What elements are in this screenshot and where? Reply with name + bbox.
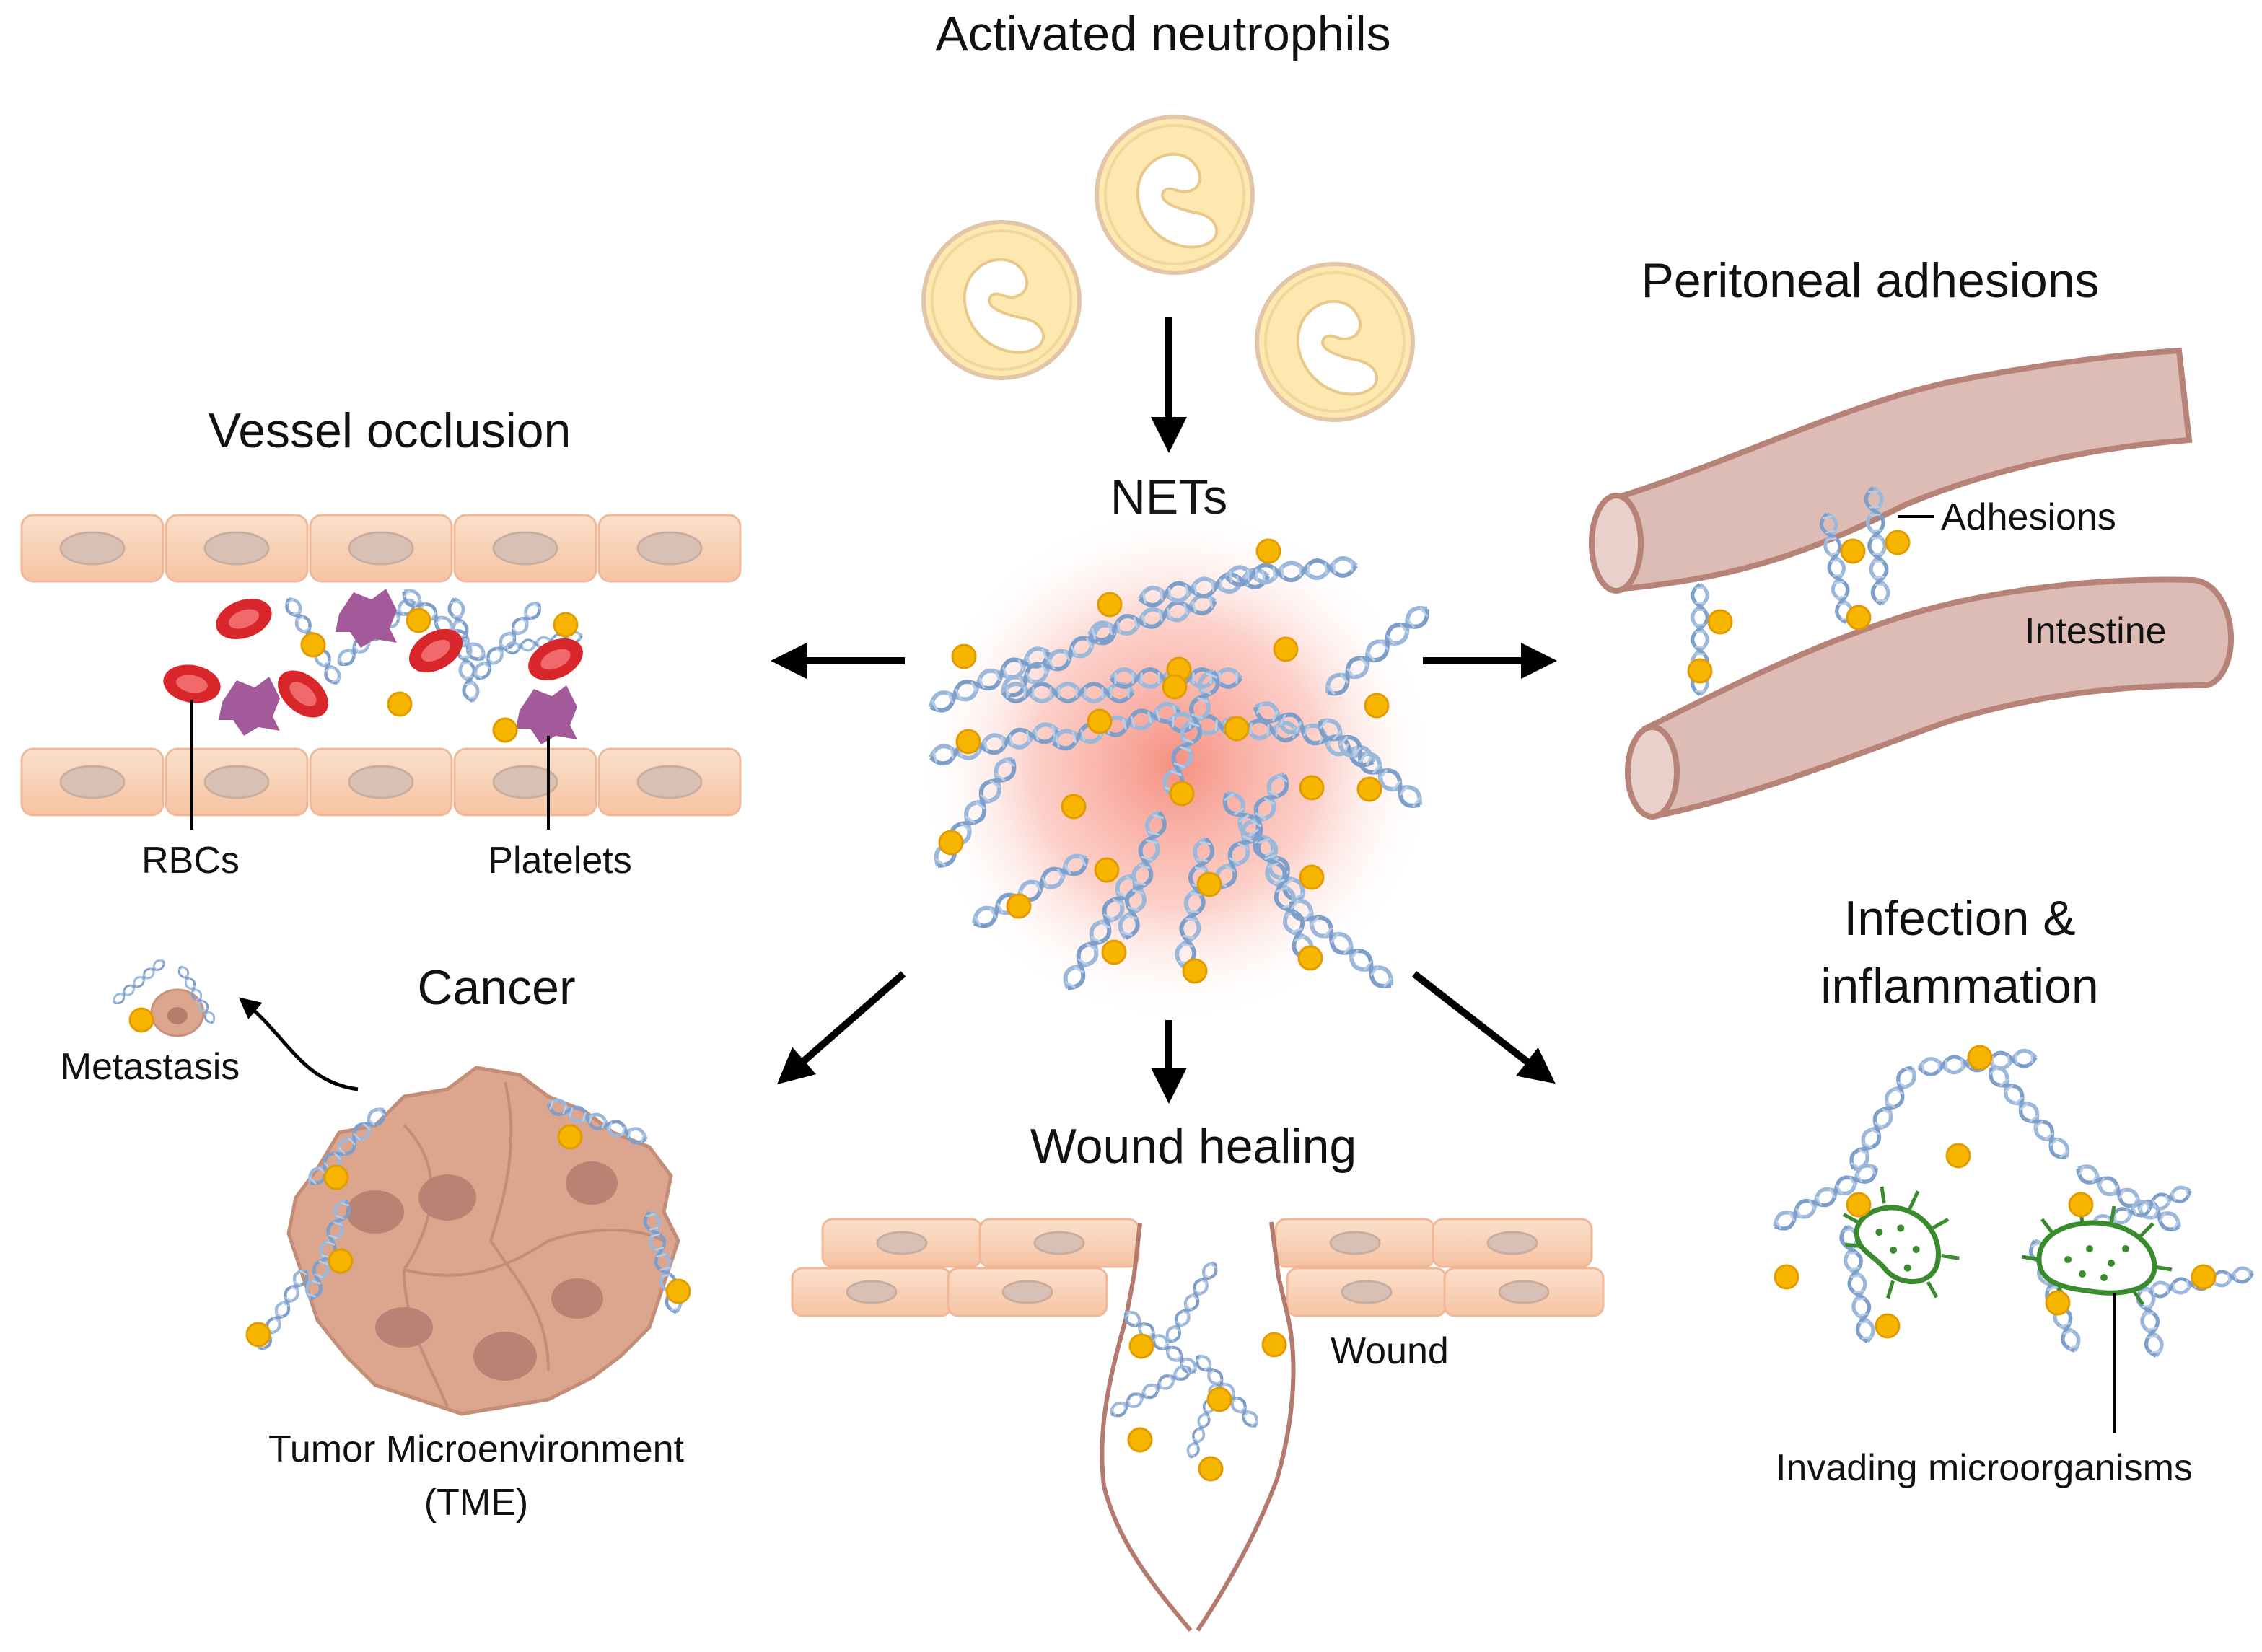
adhesions-label: Adhesions bbox=[1941, 496, 2116, 538]
intestine-icon bbox=[1641, 576, 2235, 819]
endothelial-cell-icon bbox=[597, 747, 742, 817]
nets-cluster bbox=[916, 505, 1436, 1024]
wound-label: Wound bbox=[1331, 1330, 1449, 1372]
vessel-occlusion-title: Vessel occlusion bbox=[209, 403, 571, 458]
intestine-illustration bbox=[1589, 347, 2235, 820]
epithelial-cell-icon bbox=[978, 1218, 1140, 1268]
tme-label-line1: Tumor Microenvironment bbox=[268, 1428, 685, 1470]
arrow-icon bbox=[776, 971, 906, 1085]
neutrophil-icon bbox=[924, 222, 1079, 378]
peritoneal-adhesions-title: Peritoneal adhesions bbox=[1641, 253, 2099, 308]
endothelial-cell-icon bbox=[165, 747, 309, 817]
endothelial-cell-icon bbox=[20, 514, 165, 583]
tumor-nucleus bbox=[167, 1007, 188, 1024]
wound-edge-right bbox=[1196, 1221, 1296, 1632]
metastasis-illustration bbox=[110, 957, 359, 1091]
epithelial-cell-icon bbox=[821, 1218, 983, 1268]
bacterium-icon bbox=[1842, 1186, 1960, 1299]
intestine-icon bbox=[1613, 347, 2193, 592]
invading-microorganisms-label: Invading microorganisms bbox=[1776, 1447, 2193, 1489]
epithelial-cell-icon bbox=[1443, 1267, 1605, 1317]
endothelial-cell-icon bbox=[309, 514, 453, 583]
neutrophil-icon bbox=[1097, 117, 1253, 273]
activated-neutrophils-title: Activated neutrophils bbox=[935, 6, 1390, 61]
endothelial-cell-icon bbox=[453, 514, 597, 583]
tme-label-line2: (TME) bbox=[424, 1482, 528, 1524]
endothelial-cell-icon bbox=[165, 514, 309, 583]
metastasis-label: Metastasis bbox=[61, 1046, 240, 1088]
dna-strand-icon bbox=[1164, 1260, 1220, 1345]
bacterium-icon bbox=[2021, 1204, 2173, 1306]
epithelial-cell-icon bbox=[947, 1267, 1108, 1317]
arrow-icon bbox=[1411, 971, 1556, 1084]
intestine-opening bbox=[1625, 724, 1680, 820]
infection-title-line1: Infection & bbox=[1844, 891, 2075, 946]
tumor-mass bbox=[245, 1066, 691, 1416]
endothelial-cell-icon bbox=[597, 514, 742, 583]
intestine-label: Intestine bbox=[2025, 610, 2167, 652]
infection-illustration bbox=[1771, 1045, 2254, 1433]
granule-icon bbox=[128, 1007, 154, 1033]
wound-edge-left bbox=[1100, 1223, 1193, 1632]
granule-icon bbox=[1127, 1332, 1287, 1482]
metastasis-arrow-icon bbox=[238, 997, 359, 1091]
red-blood-cell-icon bbox=[210, 591, 278, 647]
intestine-opening bbox=[1589, 493, 1644, 594]
platelet-icon bbox=[336, 589, 397, 648]
dna-strand-icon bbox=[1108, 1363, 1193, 1420]
endothelial-cell-icon bbox=[309, 747, 453, 817]
epithelial-cell-icon bbox=[1286, 1267, 1447, 1317]
wound-illustration bbox=[791, 1218, 1605, 1632]
cancer-title: Cancer bbox=[417, 960, 575, 1015]
endothelial-cell-icon bbox=[20, 747, 165, 817]
dna-strand-icon bbox=[1847, 1064, 1919, 1173]
vessel-illustration bbox=[20, 514, 742, 830]
platelet-icon bbox=[219, 677, 280, 736]
epithelial-cell-icon bbox=[1432, 1218, 1593, 1268]
endothelial-cell-icon bbox=[453, 747, 597, 817]
infection-title-line2: inflammation bbox=[1820, 959, 2099, 1014]
wound-healing-title: Wound healing bbox=[1030, 1119, 1356, 1174]
platelet-icon bbox=[516, 685, 577, 744]
rbcs-label: RBCs bbox=[141, 840, 240, 882]
epithelial-cell-icon bbox=[1274, 1218, 1436, 1268]
dna-strand-icon bbox=[1986, 1063, 2073, 1162]
epithelial-cell-icon bbox=[791, 1267, 952, 1317]
platelets-label: Platelets bbox=[488, 840, 631, 882]
neutrophil-icon bbox=[1257, 264, 1413, 420]
